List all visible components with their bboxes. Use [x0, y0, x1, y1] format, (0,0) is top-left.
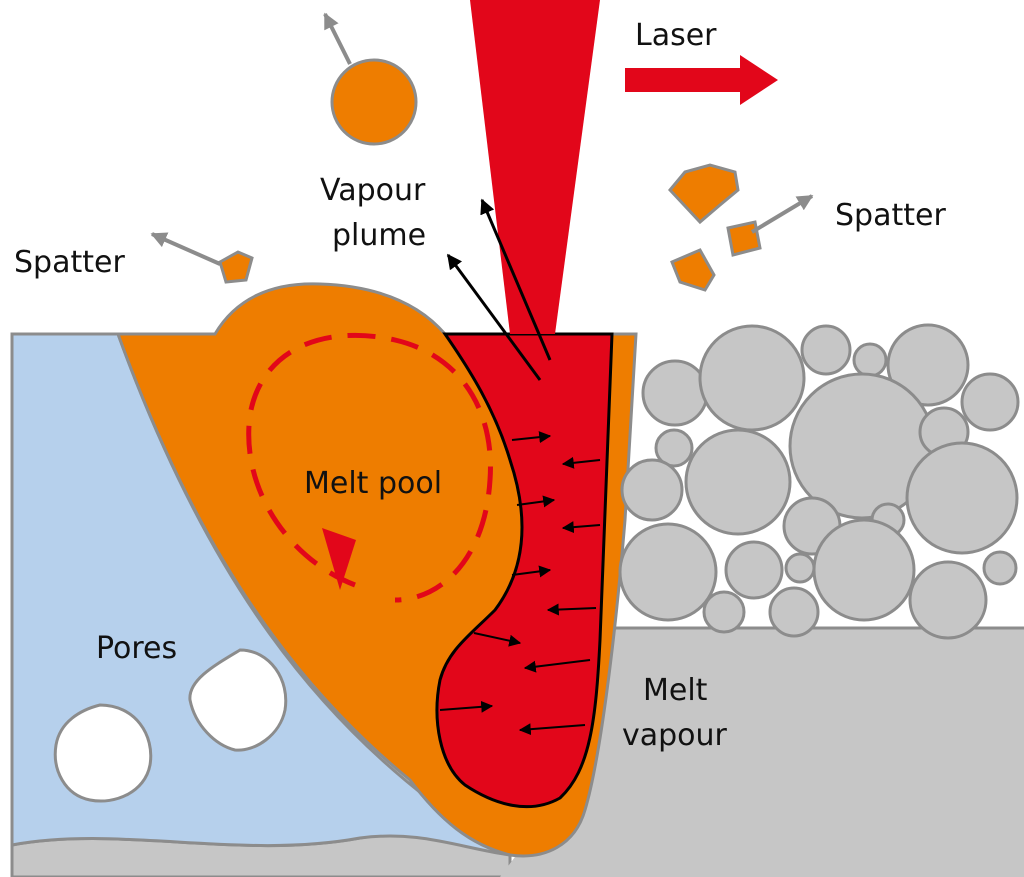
spatter-right-label: Spatter: [835, 198, 946, 233]
melt-pool-label: Melt pool: [304, 466, 442, 501]
vapour-plume-arrow-1: [446, 253, 542, 381]
laser-beam: [470, 0, 600, 334]
melt-flow-arrowhead: [322, 528, 356, 590]
spatter-right-particle-2: [726, 220, 762, 257]
spatter-left-label: Spatter: [14, 245, 125, 280]
keyhole-wall-arrows: [439, 431, 601, 736]
laser-label: Laser: [635, 18, 717, 53]
keyhole: [435, 332, 614, 809]
spatter-left-arrow: [150, 232, 221, 266]
melt-vapour-label-line2: vapour: [622, 718, 728, 753]
vapour-plume-label-line1: Vapour: [320, 173, 426, 208]
spatter-right-arrow: [750, 194, 814, 234]
pores-label: Pores: [96, 631, 177, 666]
melt-flow-loop: [246, 332, 493, 603]
substrate-right: [500, 628, 1024, 877]
spatter-sphere: [330, 58, 418, 146]
vapour-plume-label-line2: plume: [332, 218, 426, 253]
laser-direction-arrow: [625, 55, 778, 105]
spatter-right-particle-1: [667, 163, 740, 225]
pore-2: [53, 703, 153, 803]
vapour-plume-arrow-2: [480, 198, 552, 361]
melt-vapour-label-line1: Melt: [643, 673, 708, 708]
spatter-left-particle: [218, 250, 254, 284]
powder-bed: [618, 323, 1020, 640]
spatter-sphere-arrow: [323, 12, 352, 65]
pore-1: [188, 648, 288, 752]
spatter-right-particle-3: [670, 248, 716, 292]
